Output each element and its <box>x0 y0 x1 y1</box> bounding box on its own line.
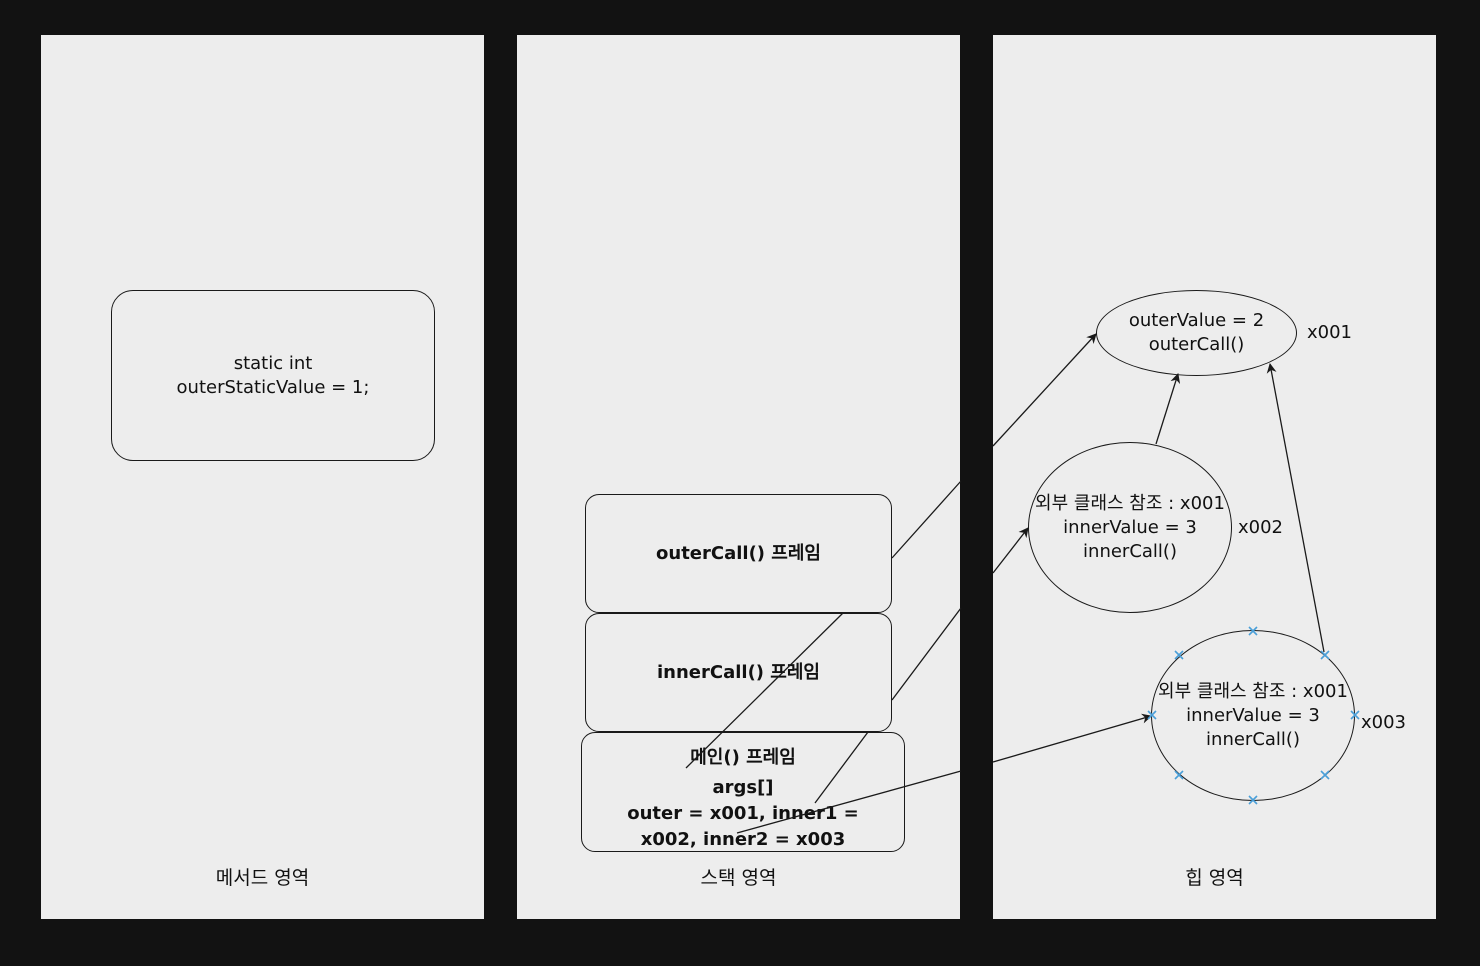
x003-outer-ref: 외부 클래스 참조 : x001 <box>1158 680 1348 702</box>
main-frame-title: 메인() 프레임 <box>690 747 796 768</box>
static-line-2: outerStaticValue = 1; <box>176 376 370 398</box>
main-frame-vars-1: outer = x001, inner1 = <box>627 803 859 824</box>
innercall-frame-label: innerCall() 프레임 <box>657 661 820 683</box>
x003-field: innerValue = 3 <box>1186 704 1320 726</box>
outercall-frame-label: outerCall() 프레임 <box>656 542 821 564</box>
address-label-x001: x001 <box>1307 322 1353 343</box>
main-frame-args: args[] <box>712 777 774 798</box>
method-area-panel <box>41 35 484 919</box>
main-frame[interactable]: 메인() 프레임 args[] outer = x001, inner1 = x… <box>581 732 905 852</box>
x002-method: innerCall() <box>1083 540 1177 562</box>
x002-field: innerValue = 3 <box>1063 516 1197 538</box>
address-label-x002: x002 <box>1238 517 1284 538</box>
x002-outer-ref: 외부 클래스 참조 : x001 <box>1035 492 1225 514</box>
outercall-frame[interactable]: outerCall() 프레임 <box>585 494 892 613</box>
x001-method: outerCall() <box>1148 334 1245 355</box>
heap-object-x001[interactable]: outerValue = 2 outerCall() <box>1096 290 1297 376</box>
x001-field: outerValue = 2 <box>1128 310 1265 331</box>
x003-method: innerCall() <box>1206 728 1300 750</box>
main-frame-vars-2: x002, inner2 = x003 <box>640 829 846 850</box>
innercall-frame[interactable]: innerCall() 프레임 <box>585 613 892 732</box>
stack-area-label: 스택 영역 <box>700 867 777 889</box>
heap-area-label: 힙 영역 <box>1185 867 1244 889</box>
method-area-label: 메서드 영역 <box>215 867 310 889</box>
heap-object-x002[interactable]: 외부 클래스 참조 : x001 innerValue = 3 innerCal… <box>1028 442 1232 613</box>
static-line-1: static int <box>233 352 313 374</box>
static-variable-box[interactable]: static int outerStaticValue = 1; <box>111 290 435 461</box>
heap-object-x003[interactable]: 외부 클래스 참조 : x001 innerValue = 3 innerCal… <box>1151 630 1355 801</box>
address-label-x003: x003 <box>1361 712 1407 733</box>
